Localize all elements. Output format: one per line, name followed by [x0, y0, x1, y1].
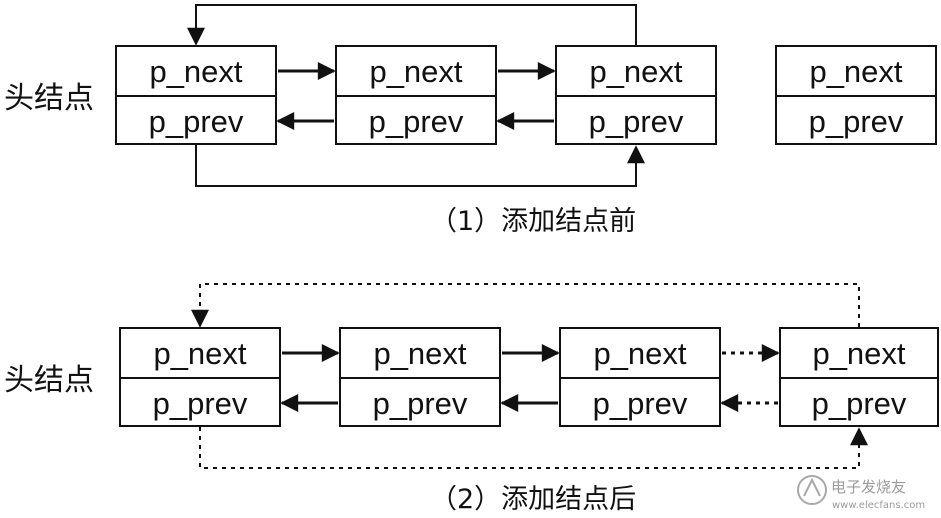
- node-before-3: p_next p_prev: [555, 45, 717, 145]
- field-next: p_next: [373, 336, 466, 371]
- wrap-prev-arrow: [199, 427, 868, 469]
- field-next: p_next: [369, 54, 462, 89]
- node-after-2: p_next p_prev: [339, 327, 501, 427]
- field-next: p_next: [593, 336, 686, 371]
- field-prev: p_prev: [812, 386, 907, 421]
- watermark-logo-icon: [797, 475, 827, 505]
- field-prev: p_prev: [149, 104, 244, 139]
- field-prev: p_prev: [593, 386, 688, 421]
- field-next: p_next: [809, 54, 902, 89]
- wrap-prev-arrow: [195, 145, 645, 187]
- watermark-url: www.elecfans.com: [832, 500, 925, 511]
- section-before: 头结点 p_next p_prev p_next p_prev p_next p…: [4, 4, 937, 237]
- node-before-2: p_next p_prev: [335, 45, 497, 145]
- node-before-1: p_next p_prev: [115, 45, 277, 145]
- node-after-new: p_next p_prev: [779, 327, 939, 427]
- field-next: p_next: [812, 336, 905, 371]
- section-after: 头结点 p_next p_prev p_next p_prev p_next p…: [4, 283, 939, 515]
- field-prev: p_prev: [809, 104, 904, 139]
- field-next: p_next: [153, 336, 246, 371]
- wrap-next-arrow: [191, 283, 860, 328]
- watermark-logo-mark: [803, 477, 821, 497]
- caption-after: （2）添加结点后: [430, 484, 636, 515]
- field-next: p_next: [589, 54, 682, 89]
- node-before-new: p_next p_prev: [775, 45, 937, 145]
- wrap-next-arrow: [187, 4, 637, 46]
- head-node-label: 头结点: [4, 81, 94, 116]
- caption-before: （1）添加结点前: [430, 206, 636, 237]
- field-prev: p_prev: [153, 386, 248, 421]
- field-prev: p_prev: [373, 386, 468, 421]
- watermark: 电子发烧友 www.elecfans.com: [797, 475, 925, 511]
- field-prev: p_prev: [589, 104, 684, 139]
- head-node-label: 头结点: [4, 363, 94, 398]
- node-after-3: p_next p_prev: [559, 327, 721, 427]
- node-after-1: p_next p_prev: [119, 327, 281, 427]
- field-next: p_next: [149, 54, 242, 89]
- watermark-text: 电子发烧友: [831, 478, 906, 496]
- field-prev: p_prev: [369, 104, 464, 139]
